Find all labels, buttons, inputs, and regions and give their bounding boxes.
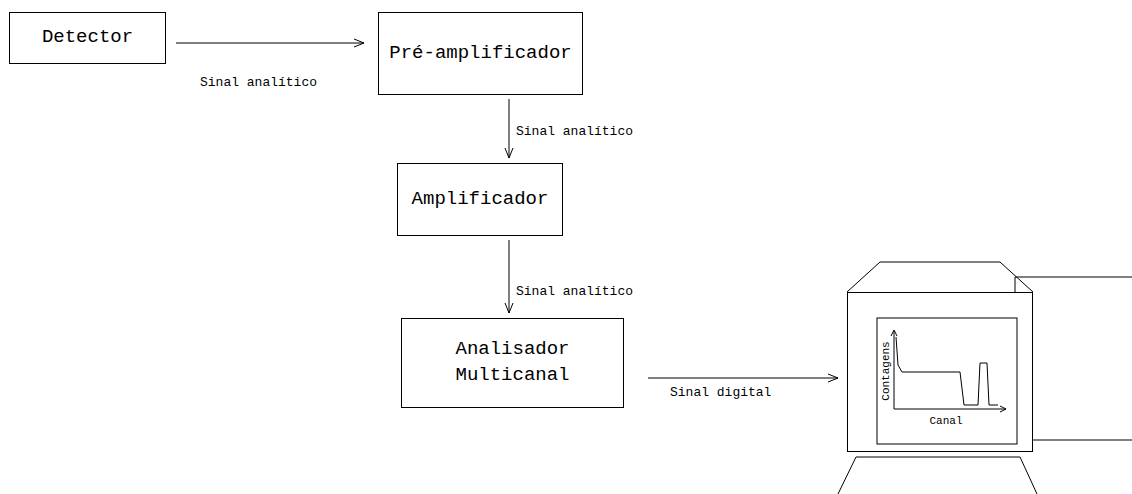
monitor-back-box [1015,277,1132,292]
process-box: Analisador Multicanal [401,318,624,408]
signal-arrow [176,43,364,44]
spectrum-plot [848,293,1032,451]
signal-arrow [509,240,510,313]
process-box: Detector [9,12,166,64]
monitor-back-box [1033,440,1132,441]
axis-label-x: Canal [929,416,962,427]
signal-arrow [509,99,510,158]
monitor-top [847,262,1033,292]
process-box: Amplificador [397,163,563,236]
box-label: Pré-amplificador [389,41,571,67]
signal-arrow [648,378,838,379]
monitor-screen: ContagensCanal [847,292,1033,452]
box-label: Amplificador [412,187,549,213]
box-label: Analisador Multicanal [412,337,613,388]
signal-label: Sinal analítico [514,124,635,139]
process-box: Pré-amplificador [378,12,583,95]
signal-label: Sinal digital [668,385,773,400]
box-label: Detector [42,25,133,51]
axis-label-y: Contagens [881,341,892,400]
monitor-stand [838,457,1037,494]
signal-label: Sinal analítico [198,75,319,90]
signal-label: Sinal analítico [514,284,635,299]
